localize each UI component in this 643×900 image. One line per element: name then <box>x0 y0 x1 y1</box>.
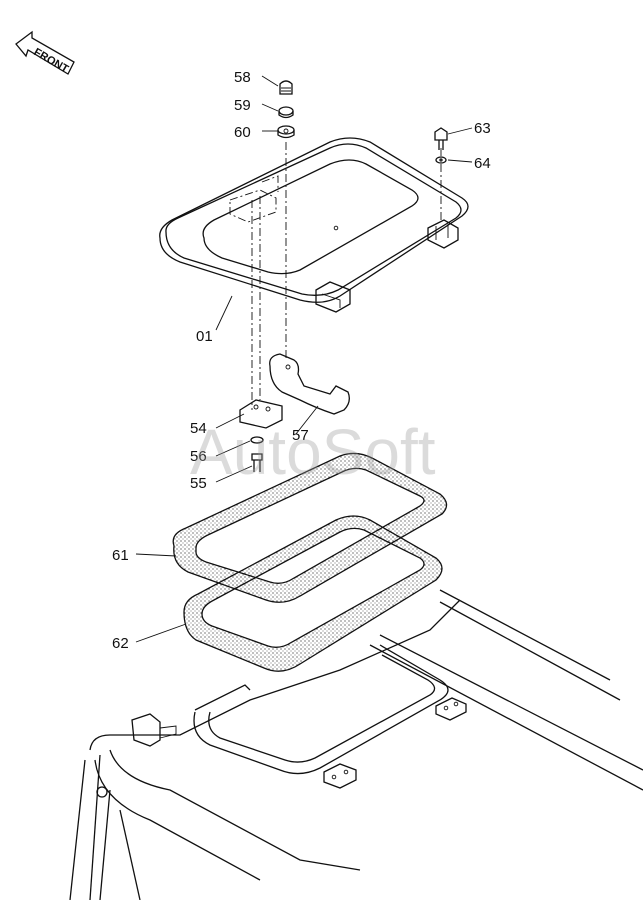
label-54: 54 <box>190 420 207 437</box>
front-arrow-icon: FRONT <box>15 30 75 76</box>
washer-59 <box>278 106 294 119</box>
part-labels: 58 59 60 63 64 01 54 56 55 57 61 62 <box>112 69 491 652</box>
label-61: 61 <box>112 547 129 564</box>
washer-56 <box>250 436 264 444</box>
label-64: 64 <box>474 155 491 172</box>
handle-57 <box>269 353 350 415</box>
label-56: 56 <box>190 448 207 465</box>
label-55: 55 <box>190 475 207 492</box>
assembly-guide-lines <box>251 142 442 410</box>
seal-62 <box>183 515 443 672</box>
leader-lines <box>135 75 473 643</box>
cab-roof-frame <box>69 589 643 900</box>
label-59: 59 <box>234 97 251 114</box>
label-57: 57 <box>292 427 309 444</box>
nut-60 <box>277 125 295 139</box>
washer-64 <box>435 156 447 164</box>
label-01: 01 <box>196 328 213 345</box>
watermark: AutoSoft <box>190 416 436 488</box>
hatch-lid <box>159 137 469 313</box>
screw-55 <box>251 453 263 472</box>
knob-screw-58 <box>279 80 293 95</box>
label-58: 58 <box>234 69 251 86</box>
latch-plate-54 <box>239 399 283 429</box>
bolt-63 <box>434 127 448 150</box>
label-60: 60 <box>234 124 251 141</box>
label-63: 63 <box>474 120 491 137</box>
front-label: FRONT <box>32 46 71 75</box>
seal-61 <box>172 452 448 603</box>
label-62: 62 <box>112 635 129 652</box>
